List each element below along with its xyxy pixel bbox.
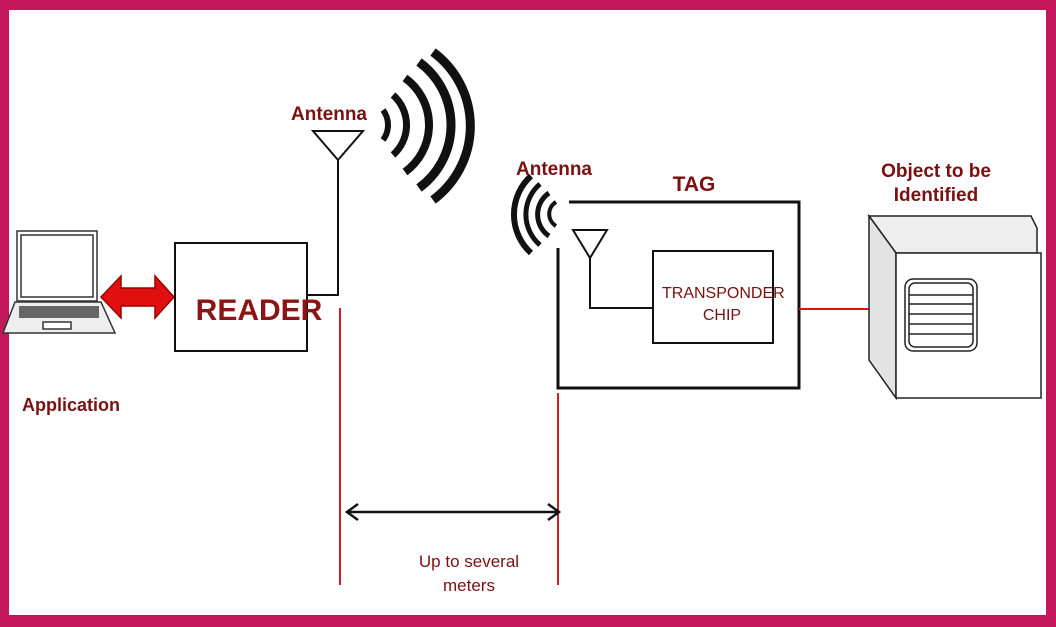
diagram-canvas: READER Antenna Antenna TAG TRANSPONDER C… xyxy=(1,10,1046,615)
application-label: Application xyxy=(22,395,120,415)
distance-label: Up to several meters xyxy=(418,552,520,595)
tag-radio-waves-icon xyxy=(511,173,558,256)
object-box-icon xyxy=(867,213,1042,401)
reader-antenna-label: Antenna xyxy=(291,104,367,125)
transponder-chip-label: TRANSPONDER CHIP xyxy=(662,285,785,324)
reader-box xyxy=(174,242,308,352)
tag-label: TAG xyxy=(672,173,716,196)
reader-label: READER xyxy=(195,294,323,327)
reader-radio-waves-icon xyxy=(380,48,475,204)
transponder-chip-box xyxy=(652,250,774,344)
laptop-icon xyxy=(1,230,117,334)
object-label: Object to be Identified xyxy=(881,161,991,206)
tag-antenna-label: Antenna xyxy=(516,159,592,180)
tag-box xyxy=(556,200,801,390)
distance-arrow xyxy=(344,502,562,522)
bidirectional-arrow xyxy=(99,274,176,320)
reader-antenna-icon xyxy=(307,130,366,296)
tag-antenna-icon xyxy=(571,229,653,309)
